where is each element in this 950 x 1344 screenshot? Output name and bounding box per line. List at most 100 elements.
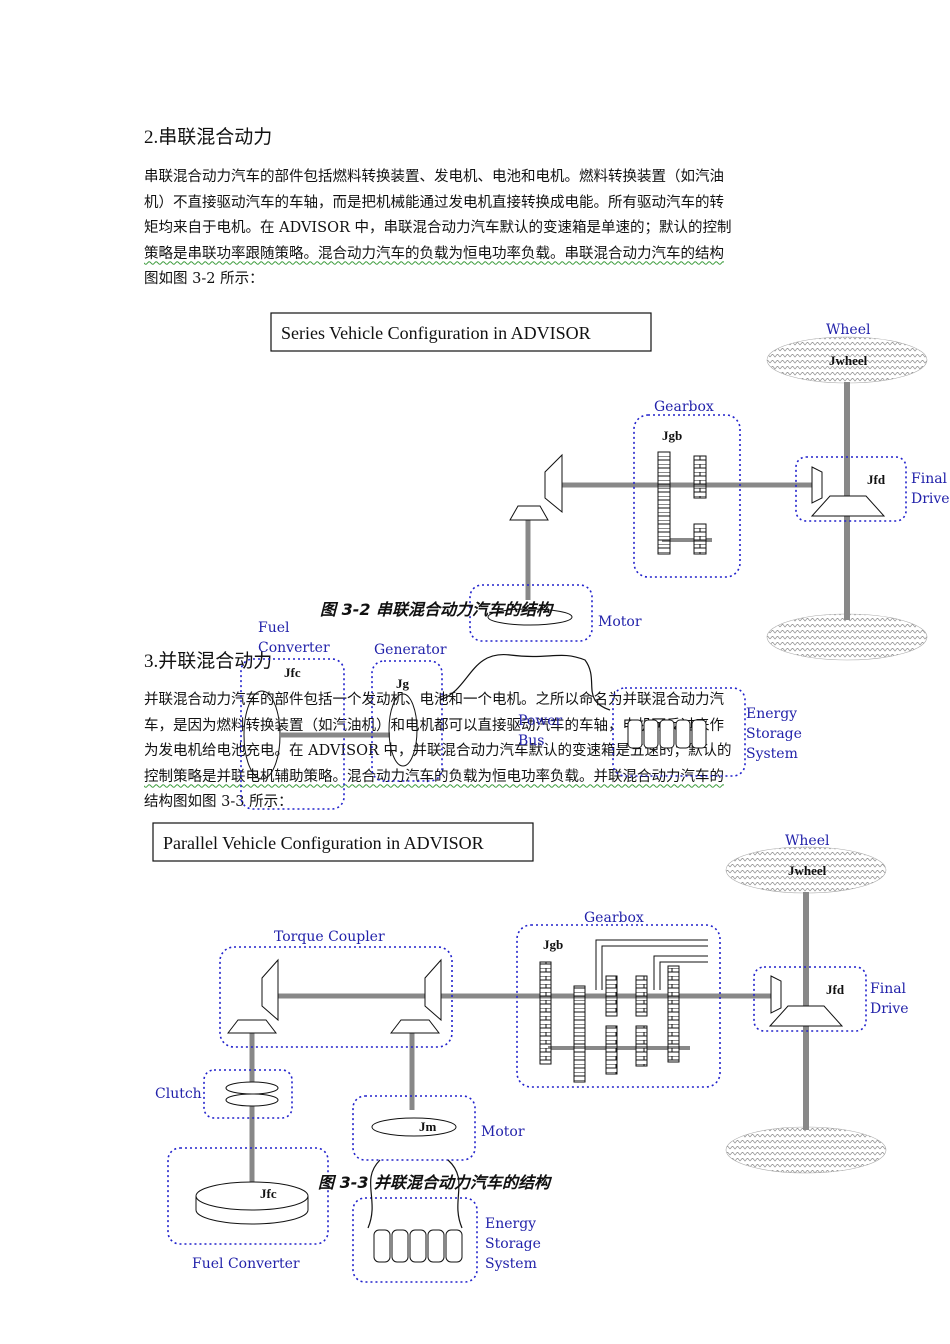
motor-label: Motor: [598, 614, 642, 630]
drive-label: Drive: [870, 1001, 909, 1017]
gear-right-top: [693, 455, 707, 499]
j-fd-label: Jfd: [826, 982, 845, 997]
converter-label: Converter: [258, 640, 330, 656]
final-drive-gear-h: [810, 495, 886, 517]
gearbox-label: Gearbox: [654, 399, 714, 415]
torque-coupler-box: [219, 946, 453, 1048]
wheel-bottom-shape: [725, 1126, 887, 1174]
j-wheel-label: Jwheel: [829, 353, 868, 368]
gearbox-box: [516, 924, 721, 1088]
figure-3-2: Series Vehicle Configuration in ADVISOR …: [240, 312, 950, 810]
battery-cells: [373, 1229, 463, 1263]
section-3-paragraph: 并联混合动力汽车的部件包括一个发动机、电池和一个电机。之所以命名为并联混合动力汽…: [144, 688, 808, 816]
figure-3-3: Parallel Vehicle Configuration in ADVISO…: [152, 822, 909, 1283]
wheel-bottom-shape: [766, 613, 928, 661]
para-line: 图如图 3-2 所示：: [144, 271, 264, 287]
para-line: 结构图如图 3-3 所示：: [144, 794, 293, 810]
motor-box: [352, 1095, 476, 1161]
fuel-label: Fuel: [258, 620, 290, 636]
gear: [539, 961, 552, 1065]
j-fc-label: Jfc: [260, 1186, 277, 1201]
j-fd-label: Jfd: [867, 472, 886, 487]
para-line: 为发电机给电池充电。在 ADVISOR 中，并联混合动力汽车默认的变速箱是五速的…: [144, 743, 732, 759]
bus-label: Bus: [518, 733, 545, 749]
energy-label: Energy: [746, 706, 797, 722]
fuel-converter-label: Fuel Converter: [192, 1256, 300, 1272]
figure-caption: 图 3-3 并联混合动力汽车的结构: [318, 1173, 553, 1192]
final-label: Final: [911, 471, 948, 487]
fuel-converter-disc: [195, 1181, 309, 1211]
gear-selector: [653, 955, 708, 990]
figure-title: Series Vehicle Configuration in ADVISOR: [281, 323, 591, 343]
system-label: System: [485, 1256, 537, 1272]
final-drive-box: [795, 456, 907, 522]
final-drive-box: [753, 966, 867, 1032]
storage-label: Storage: [746, 726, 802, 742]
final-drive-gear-v: [770, 975, 782, 1014]
j-gb-label: Jgb: [543, 937, 563, 952]
wheel-label: Wheel: [826, 322, 871, 338]
bevel-gear-horizontal: [509, 505, 549, 521]
j-gb-label: Jgb: [662, 428, 682, 443]
section-2-heading: 2.串联混合动力: [144, 127, 273, 148]
j-wheel-label: Jwheel: [788, 863, 827, 878]
coupler-gear-v2: [424, 958, 442, 1022]
battery-cells: [627, 719, 707, 749]
gearbox-box: [633, 414, 741, 578]
gear: [573, 985, 586, 1083]
motor-label: Motor: [481, 1124, 525, 1140]
clutch-plate: [225, 1093, 279, 1107]
disc-edge: [195, 1209, 309, 1225]
j-fc-label: Jfc: [284, 665, 301, 680]
motor-disc: [487, 608, 573, 626]
para-line: 并联混合动力汽车的部件包括一个发动机、电池和一个电机。之所以命名为并联混合动力汽: [144, 692, 724, 708]
gear-selector: [601, 945, 708, 990]
gear: [635, 975, 648, 1017]
figure-title-box: [152, 822, 534, 862]
generator-disc: [388, 693, 418, 767]
storage-label: Storage: [485, 1236, 541, 1252]
clutch-box: [203, 1069, 293, 1119]
para-line: 机）不直接驱动汽车的车轴，而是把机械能通过发电机直接转换成电能。所有驱动汽车的转: [144, 194, 724, 211]
para-line: 矩均来自于电机。在 ADVISOR 中，串联混合动力汽车默认的变速箱是单速的；默…: [144, 220, 732, 236]
coupler-gear-h2: [389, 1019, 441, 1034]
j-m-label: Jm: [419, 1119, 437, 1134]
bevel-gear-vertical: [544, 453, 563, 514]
gearbox-label: Gearbox: [584, 910, 644, 926]
energy-storage-box: [352, 1197, 478, 1283]
figure-title: Parallel Vehicle Configuration in ADVISO…: [163, 833, 484, 853]
wheel-label: Wheel: [785, 833, 830, 849]
power-label: Power: [518, 713, 563, 729]
motor-disc: [371, 1117, 457, 1137]
gear-selector: [595, 939, 708, 990]
clutch-label: Clutch: [155, 1086, 202, 1102]
gear: [667, 965, 680, 1063]
para-line-underlined: 策略是串联功率跟随策略。混合动力汽车的负载为恒电功率负载。串联混合动力汽车的结构: [144, 245, 724, 262]
coupler-gear-v1: [261, 958, 279, 1022]
section-3-heading: 3.并联混合动力: [144, 651, 273, 672]
para-line-underlined: 控制策略是并联电机辅助策略。混合动力汽车的负载为恒电功率负载。并联混合动力汽车的: [144, 768, 724, 785]
gear-right-bottom: [693, 523, 707, 555]
gear-selector: [659, 961, 708, 990]
energy-label: Energy: [485, 1216, 536, 1232]
power-wire: [439, 654, 611, 711]
torque-coupler-label: Torque Coupler: [274, 929, 385, 945]
generator-label: Generator: [374, 642, 447, 658]
section-2-paragraph: 串联混合动力汽车的部件包括燃料转换装置、发电机、电池和电机。燃料转换装置（如汽油…: [144, 165, 808, 293]
clutch-plate: [225, 1081, 279, 1095]
coupler-gear-h1: [226, 1019, 278, 1034]
system-label: System: [746, 746, 798, 762]
para-line: 串联混合动力汽车的部件包括燃料转换装置、发电机、电池和电机。燃料转换装置（如汽油: [144, 169, 724, 185]
gear-left: [657, 451, 671, 555]
motor-box: [469, 584, 593, 642]
figure-caption: 图 3-2 串联混合动力汽车的结构: [320, 600, 555, 619]
fuel-converter-box: [167, 1147, 329, 1245]
fuel-converter-disc: [243, 690, 281, 780]
battery-wire: [367, 1159, 463, 1229]
final-label: Final: [870, 981, 907, 997]
j-g-label: Jg: [396, 676, 410, 691]
gear: [635, 1025, 648, 1067]
figure-title-box: [270, 312, 652, 352]
gear: [605, 975, 618, 1017]
